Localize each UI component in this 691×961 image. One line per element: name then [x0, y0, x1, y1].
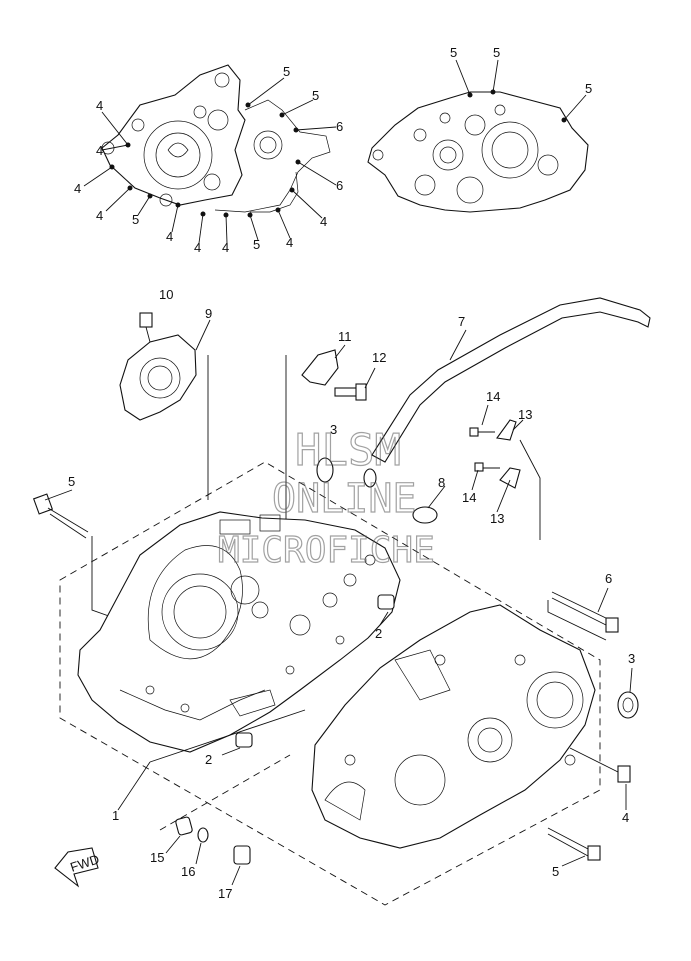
- part-3-seal-upper: [316, 457, 377, 488]
- watermark-line1: HLSM: [295, 425, 401, 476]
- callout-9: 9: [205, 306, 212, 321]
- callout-5: 5: [68, 474, 75, 489]
- callout-2: 2: [375, 626, 382, 641]
- callout-3: 3: [628, 651, 635, 666]
- watermark: HLSM ONLINE MICROFICHE: [217, 424, 435, 571]
- part-2-dowels: [221, 594, 395, 756]
- callout-1: 1: [112, 808, 119, 823]
- callout-4: 4: [96, 143, 103, 158]
- part-1-crankcase-left: [77, 511, 401, 753]
- part-6-bolt-right: [547, 587, 619, 641]
- part-8-clamp: [412, 485, 446, 524]
- callout-4: 4: [286, 235, 293, 250]
- callout-10: 10: [159, 287, 173, 302]
- part-5-bolt-lower-right: [547, 827, 601, 867]
- assembly-outline: [59, 461, 601, 906]
- callout-6: 6: [336, 119, 343, 134]
- callout-3: 3: [330, 422, 337, 437]
- callout-4: 4: [74, 181, 81, 196]
- fwd-arrow-icon: FWD: [54, 847, 101, 888]
- callout-5: 5: [493, 45, 500, 60]
- callout-5: 5: [585, 81, 592, 96]
- callout-13: 13: [518, 407, 532, 422]
- part-3-seal-right: [617, 667, 639, 719]
- callout-5: 5: [253, 237, 260, 252]
- callout-5: 5: [312, 88, 319, 103]
- callout-14: 14: [462, 490, 476, 505]
- callout-16: 16: [181, 864, 195, 879]
- top-leader-lines: [83, 59, 587, 244]
- callout-4: 4: [622, 810, 629, 825]
- callout-labels: 5 5 6 6 4 4 4 4 5 4 4 4 5 4 4 5 5 5 10 9…: [68, 45, 635, 901]
- callout-4: 4: [166, 229, 173, 244]
- callout-5: 5: [283, 64, 290, 79]
- part-13-14-clips: [469, 404, 541, 540]
- callout-12: 12: [372, 350, 386, 365]
- parts-15-16-17: [159, 754, 291, 886]
- part-1-leader: [117, 709, 306, 811]
- left-case-gasket: [101, 64, 331, 213]
- callout-5: 5: [552, 864, 559, 879]
- callout-6: 6: [336, 178, 343, 193]
- callout-4: 4: [96, 98, 103, 113]
- callout-14: 14: [486, 389, 500, 404]
- watermark-line3: MICROFICHE: [218, 530, 435, 571]
- callout-11: 11: [338, 329, 352, 344]
- part-5-bolt-left: [32, 489, 121, 621]
- callout-7: 7: [458, 314, 465, 329]
- right-case-gasket: [367, 91, 589, 213]
- callout-5: 5: [450, 45, 457, 60]
- callout-13: 13: [490, 511, 504, 526]
- callout-5: 5: [132, 212, 139, 227]
- part-7-breather-hose: [371, 297, 651, 463]
- callout-17: 17: [218, 886, 232, 901]
- watermark-line2: ONLINE: [272, 476, 417, 522]
- callout-4: 4: [222, 240, 229, 255]
- callout-4: 4: [320, 214, 327, 229]
- crankcase-right: [311, 604, 596, 849]
- callout-4: 4: [96, 208, 103, 223]
- callout-6: 6: [605, 571, 612, 586]
- part-9-seal-plate: [119, 312, 211, 500]
- part-4-bolt-right: [569, 747, 631, 810]
- callout-8: 8: [438, 475, 445, 490]
- callout-4: 4: [194, 240, 201, 255]
- callout-2: 2: [205, 752, 212, 767]
- callout-15: 15: [150, 850, 164, 865]
